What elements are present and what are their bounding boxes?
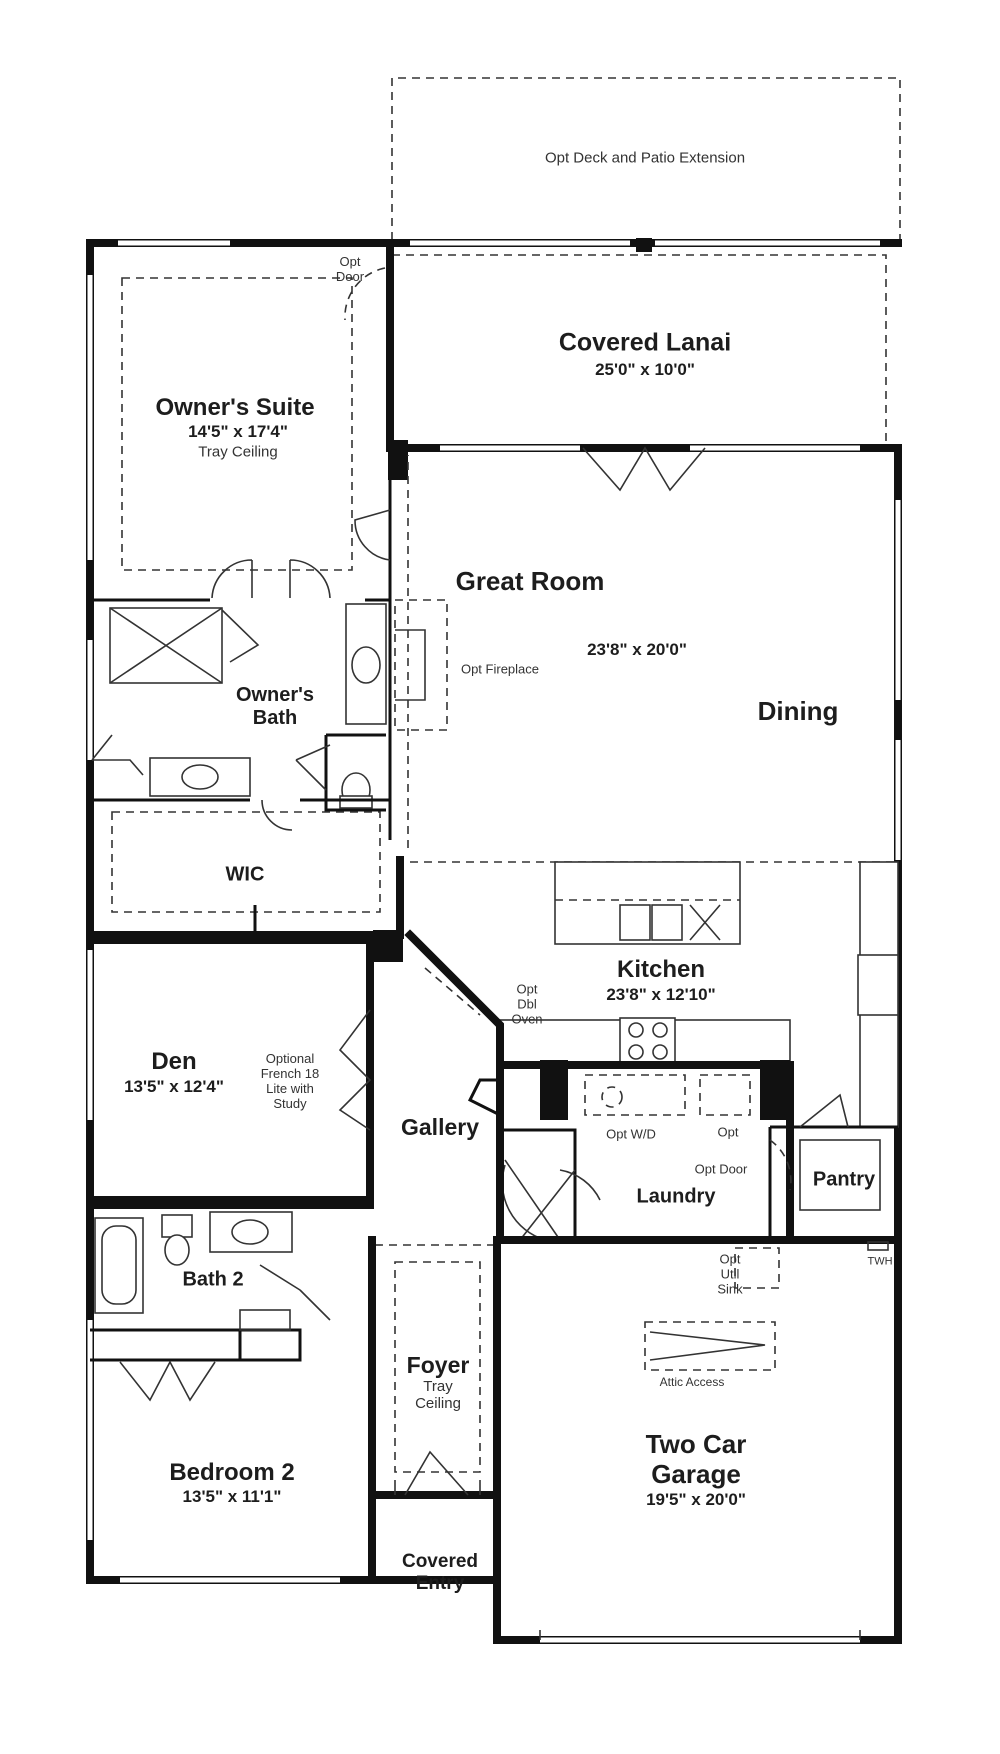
den-size: 13'5" x 12'4" xyxy=(124,1077,224,1097)
covered-entry-name: Covered Entry xyxy=(401,1551,479,1594)
kitchen-name: Kitchen xyxy=(616,956,706,984)
gallery-name: Gallery xyxy=(401,1113,479,1140)
bedroom2-name: Bedroom 2 xyxy=(169,1459,295,1487)
owners-suite-note: Tray Ceiling xyxy=(198,443,278,461)
opt-dbl-oven-label: Opt Dbl Oven xyxy=(511,981,543,1027)
opt-label: Opt xyxy=(717,1124,739,1140)
foyer-name: Foyer xyxy=(406,1351,470,1378)
opt-util-sink-label: Opt Util Sink xyxy=(717,1251,743,1297)
great-room-size: 23'8" x 20'0" xyxy=(587,640,687,660)
foyer-note: Tray Ceiling xyxy=(415,1377,461,1412)
optional-french-label: Optional French 18 Lite with Study xyxy=(260,1051,320,1111)
owners-suite-size: 14'5" x 17'4" xyxy=(188,422,288,442)
wic-name: WIC xyxy=(225,863,265,886)
garage-name: Two Car Garage xyxy=(645,1429,747,1489)
owners-suite-name: Owner's Suite xyxy=(155,394,315,422)
lanai-inner-dashes xyxy=(392,254,887,448)
opt-door-laundry-label: Opt Door xyxy=(694,1161,748,1177)
lanai-name: Covered Lanai xyxy=(558,328,732,357)
opt-fireplace-label: Opt Fireplace xyxy=(460,661,540,677)
attic-access-label: Attic Access xyxy=(659,1375,725,1390)
twh-label: TWH xyxy=(867,1255,893,1268)
deck-label: Opt Deck and Patio Extension xyxy=(544,149,746,167)
bedroom2-size: 13'5" x 11'1" xyxy=(182,1487,282,1507)
great-room-name: Great Room xyxy=(455,566,605,597)
den-name: Den xyxy=(151,1048,197,1076)
pantry-name: Pantry xyxy=(812,1168,876,1191)
laundry-name: Laundry xyxy=(636,1185,716,1208)
dining-name: Dining xyxy=(757,696,839,727)
garage-size: 19'5" x 20'0" xyxy=(646,1490,746,1510)
lanai-size: 25'0" x 10'0" xyxy=(595,360,695,380)
bath2-name: Bath 2 xyxy=(182,1268,244,1291)
owners-bath-name: Owner's Bath xyxy=(235,684,315,729)
opt-wd-label: Opt W/D xyxy=(606,1126,656,1142)
opt-door-suite-label: Opt Door xyxy=(335,254,365,284)
kitchen-size: 23'8" x 12'10" xyxy=(606,985,716,1005)
